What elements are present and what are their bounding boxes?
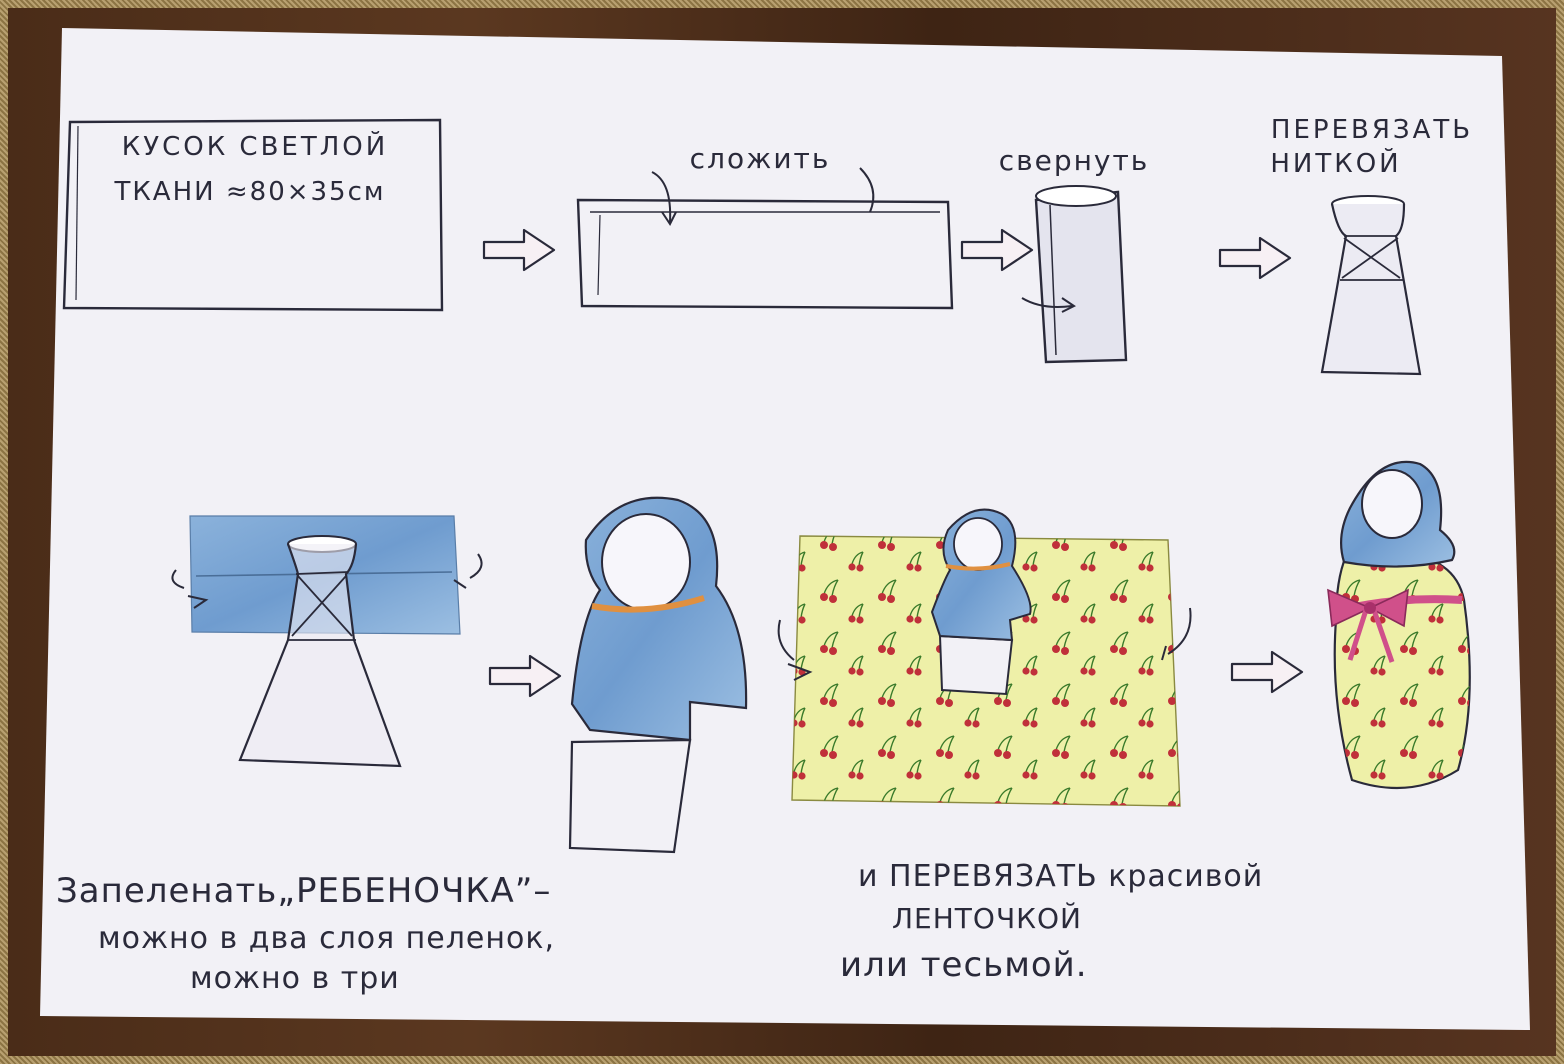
step4-caption-line2: НИТКОЙ [1270, 147, 1401, 179]
bottom-left-caption-line3: можно в три [190, 961, 400, 996]
step4-caption-line1: ПЕРЕВЯЗАТЬ [1271, 115, 1473, 145]
bottom-right-caption-line1: и ПЕРЕВЯЗАТЬ красивой [858, 859, 1263, 894]
bottom-left-caption-line1: Запеленать„РЕБЕНОЧКА”– [56, 871, 551, 911]
step2-caption: сложить [690, 142, 831, 175]
bottom-right-caption-line3: или тесьмой. [840, 945, 1088, 985]
bottom-right-caption-line2: ЛЕНТОЧКОЙ [892, 901, 1082, 935]
step3-caption: свернуть [999, 144, 1150, 177]
figure-on-cherry-cloth [779, 510, 1191, 806]
step1-caption-line1: КУСОК СВЕТЛОЙ [122, 130, 388, 162]
bottom-left-caption-line2: можно в два слоя пеленок, [98, 921, 555, 956]
step1-caption-line2: ТКАНИ ≈80×35см [113, 177, 385, 207]
